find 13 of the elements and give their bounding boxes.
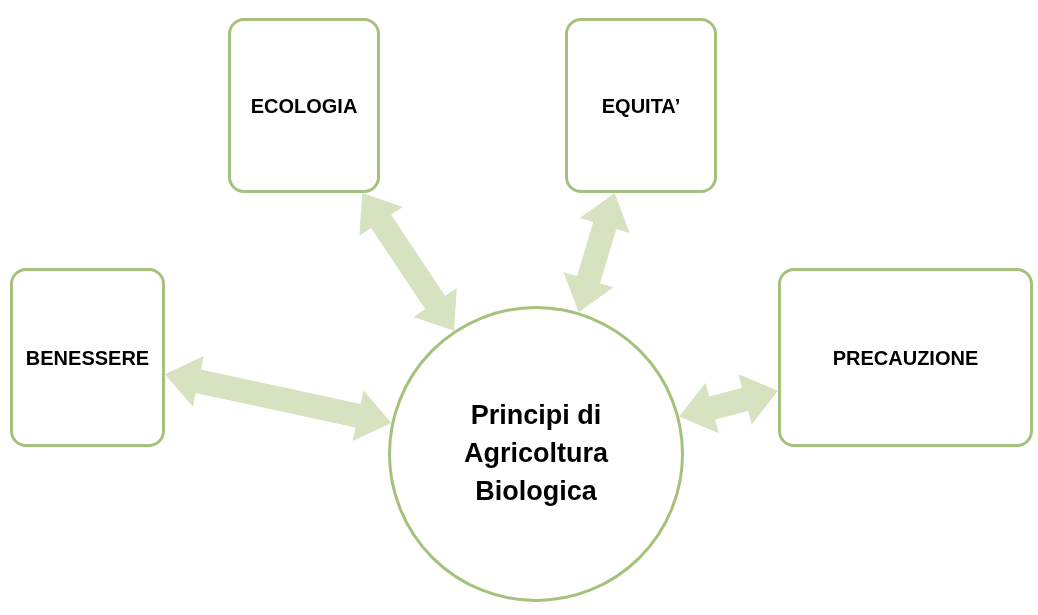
principle-label: ECOLOGIA [250,93,358,119]
double-arrow [165,355,392,442]
principle-box [565,18,717,193]
double-arrow [679,374,778,434]
principle-label: BENESSERE [25,345,150,371]
principle-label: EQUITA’ [601,93,681,119]
center-title: Principi di Agricoltura Biologica [463,399,610,508]
principle-label: PRECAUZIONE [832,345,979,371]
double-arrow [563,193,630,313]
principle-box [778,268,1033,447]
double-arrow [359,193,457,331]
principle-box [10,268,165,447]
principle-box [228,18,380,193]
